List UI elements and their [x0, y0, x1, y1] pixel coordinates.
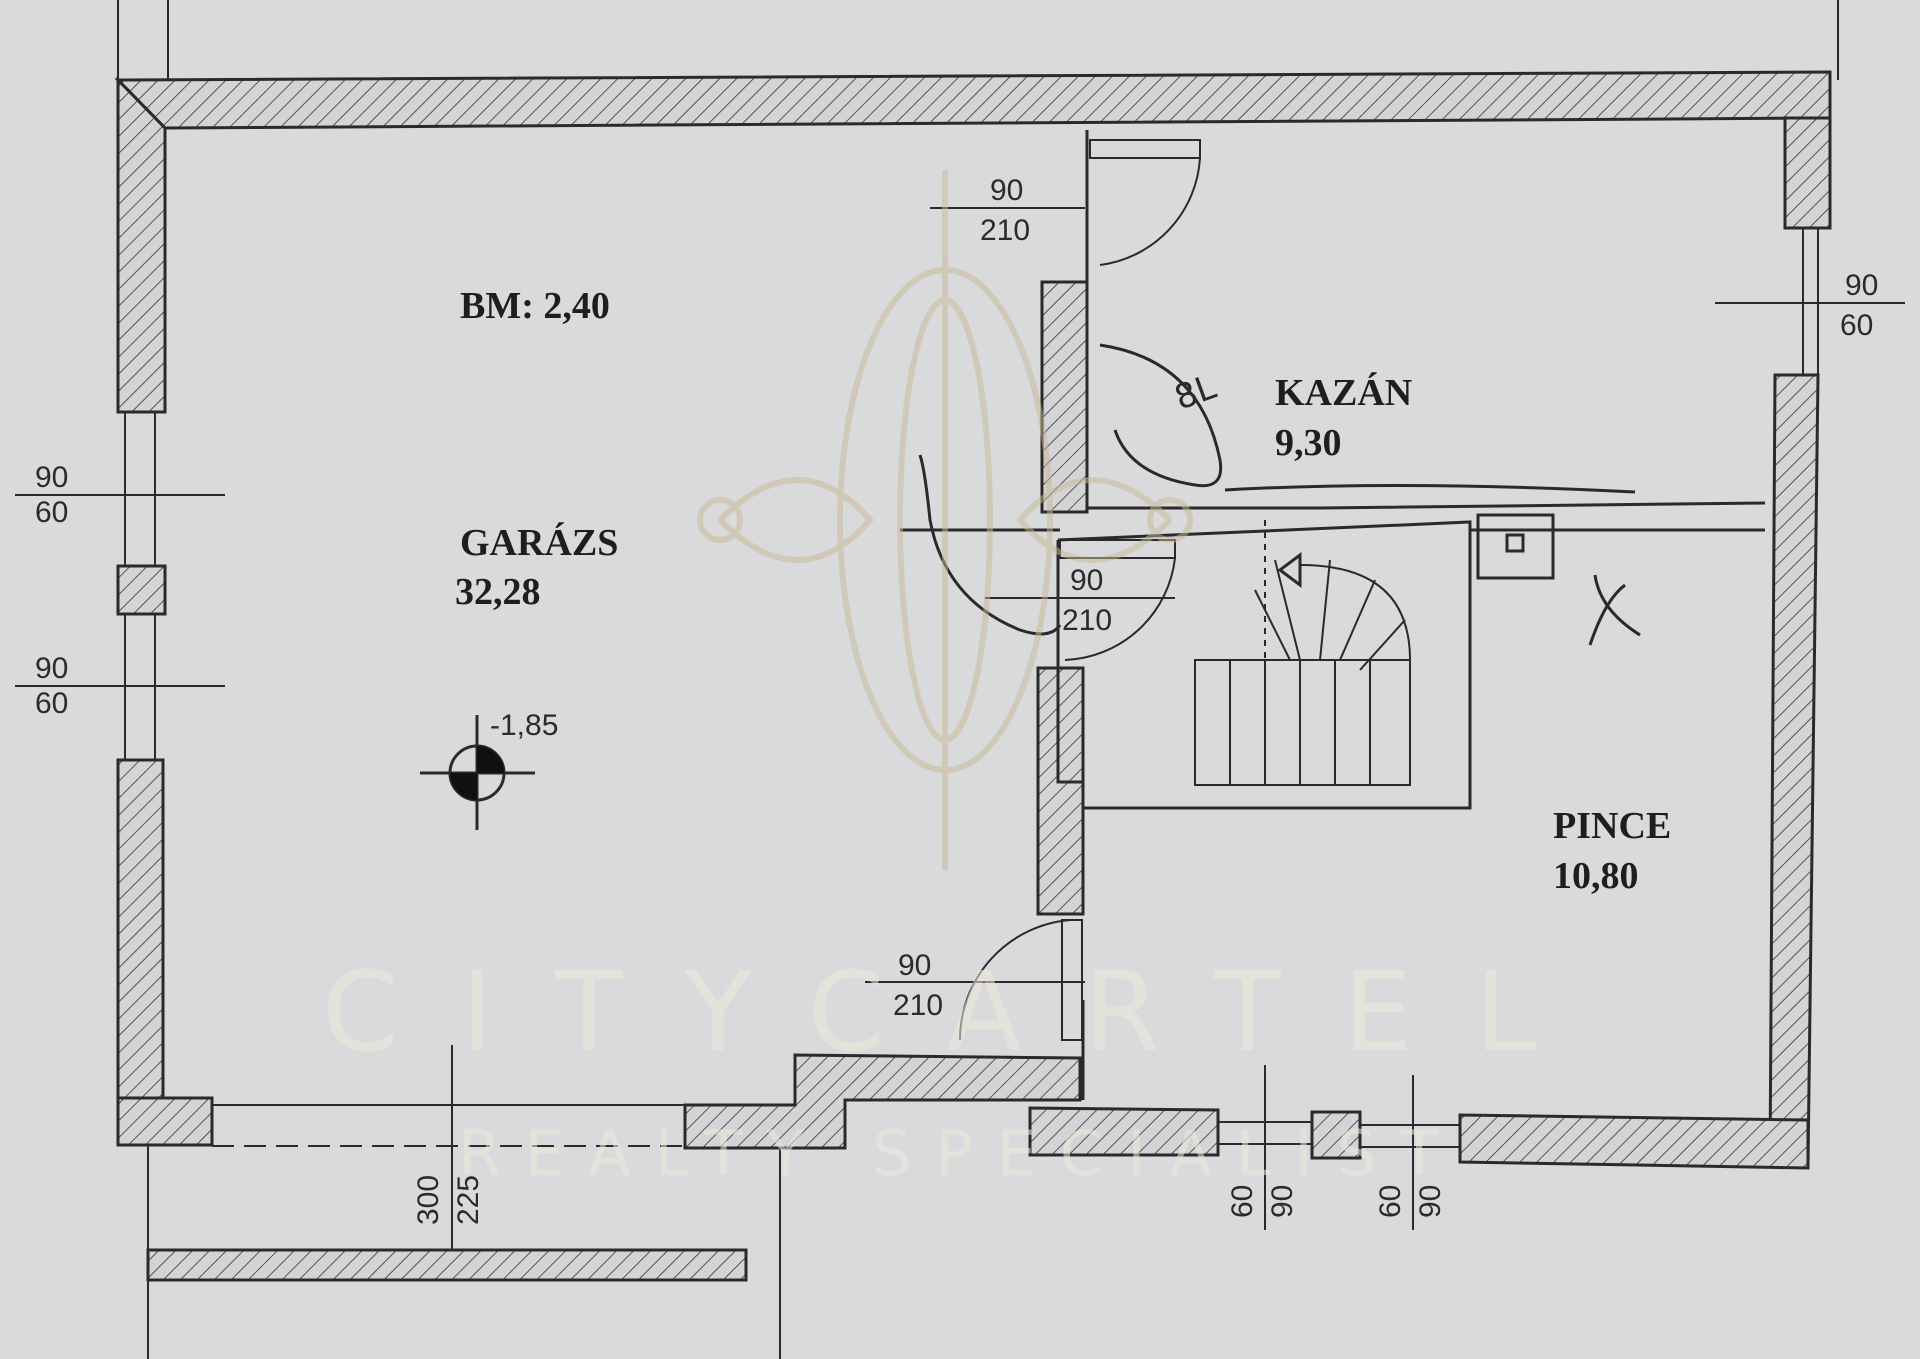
window-right-height: 60	[1840, 309, 1873, 342]
garage-opening-height: 225	[452, 1175, 485, 1225]
window-left-1-height: 60	[35, 496, 68, 529]
wall-interior-mid	[1036, 666, 1085, 916]
level-marker	[420, 715, 535, 830]
chimney-flue	[1505, 533, 1525, 553]
window-bottom-2	[1359, 1124, 1461, 1148]
stair-enclosure	[1057, 520, 1472, 810]
door-bottom	[958, 919, 1083, 1041]
wall-left-upper	[116, 76, 167, 414]
handwritten-marks	[900, 343, 1636, 636]
wall-bottom-mid	[683, 1053, 1082, 1150]
level-mark-label: -1,85	[490, 709, 558, 742]
carport-beam	[146, 1248, 748, 1282]
window-left-1	[124, 411, 156, 567]
window-left-2-height: 60	[35, 687, 68, 720]
cellar-x-mark	[1588, 574, 1641, 646]
wall-left-lower	[116, 758, 165, 1146]
wall-boiler-bottom	[1087, 501, 1766, 510]
boiler-area-label: 9,30	[1275, 422, 1342, 464]
boiler-name-label: KAZÁN	[1275, 372, 1412, 414]
door-top-height: 210	[980, 214, 1030, 247]
handwritten-note: 8L	[1169, 367, 1221, 418]
cellar-name-label: PINCE	[1553, 805, 1671, 847]
window-bottom-2-height: 90	[1414, 1185, 1447, 1218]
window-right-width: 90	[1845, 269, 1878, 302]
wall-right-lower	[1768, 373, 1820, 1167]
watermark-brand: CITYCARTEL	[322, 948, 1598, 1076]
garage-height-label: BM: 2,40	[460, 285, 610, 327]
window-bottom-1-height: 90	[1266, 1185, 1299, 1218]
cellar-area-label: 10,80	[1553, 855, 1639, 897]
wall-interior-upper	[1040, 280, 1089, 514]
door-mid-width: 90	[1070, 564, 1103, 597]
garage-area-label: 32,28	[455, 571, 541, 613]
door-bottom-height: 210	[893, 989, 943, 1022]
wall-bottom-right-b	[1458, 1113, 1810, 1170]
door-top	[1089, 139, 1201, 266]
window-left-1-width: 90	[35, 461, 68, 494]
chimney	[1476, 513, 1555, 580]
logo-watermark	[697, 170, 1193, 870]
window-left-2-width: 90	[35, 652, 68, 685]
garage-name-label: GARÁZS	[460, 522, 618, 564]
wall-right-upper	[1783, 116, 1832, 230]
wall-left-pier	[116, 564, 167, 616]
wall-bottom-right-a	[1028, 1106, 1220, 1157]
door-bottom-width: 90	[898, 949, 931, 982]
watermark-tagline: REALTY SPECIALIST	[458, 1117, 1462, 1190]
stair-enclosure-left	[1056, 540, 1083, 784]
garage-opening-width: 300	[412, 1175, 445, 1225]
wall-top	[114, 70, 1832, 130]
door-top-width: 90	[990, 174, 1023, 207]
wall-bottom-left	[116, 1096, 214, 1147]
window-right	[1802, 227, 1819, 376]
staircase	[1194, 520, 1411, 786]
window-bottom-2-width: 60	[1374, 1185, 1407, 1218]
door-mid-height: 210	[1062, 604, 1112, 637]
window-bottom-1-width: 60	[1226, 1185, 1259, 1218]
